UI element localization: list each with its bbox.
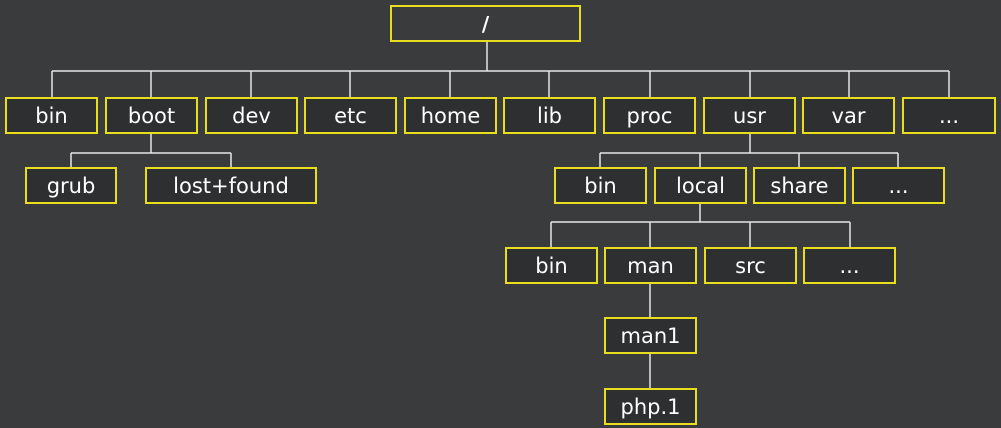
node-usr-share: share xyxy=(753,167,846,204)
node-proc: proc xyxy=(603,97,696,134)
node-grub: grub xyxy=(25,167,117,204)
node-boot: boot xyxy=(105,97,198,134)
node-usr: usr xyxy=(703,97,796,134)
node-local-man: man xyxy=(604,247,697,284)
node-local-bin: bin xyxy=(505,247,598,284)
node-dev: dev xyxy=(205,97,298,134)
node-root: / xyxy=(390,5,581,42)
node-lib: lib xyxy=(503,97,596,134)
node-usr-local: local xyxy=(654,167,747,204)
node-home: home xyxy=(404,97,497,134)
node-more-top: ... xyxy=(902,97,996,134)
node-man1: man1 xyxy=(604,317,697,354)
node-usr-bin: bin xyxy=(554,167,647,204)
node-php1: php.1 xyxy=(604,388,697,425)
node-usr-more: ... xyxy=(852,167,945,204)
node-lost-found: lost+found xyxy=(145,167,317,204)
node-local-src: src xyxy=(704,247,797,284)
node-local-more: ... xyxy=(803,247,896,284)
node-bin: bin xyxy=(5,97,98,134)
node-var: var xyxy=(802,97,895,134)
node-etc: etc xyxy=(304,97,397,134)
